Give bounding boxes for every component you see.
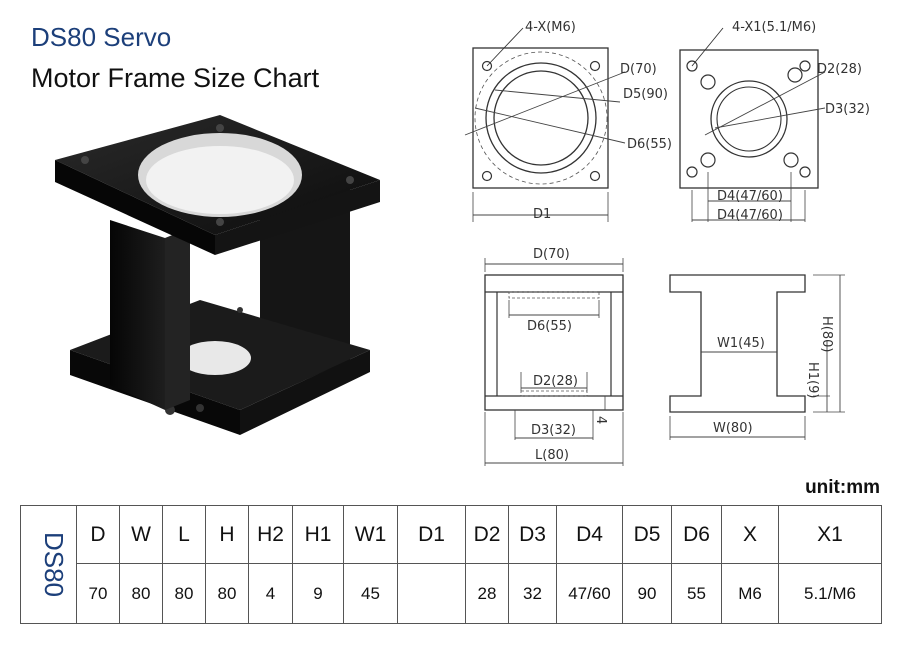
value-cell: 55	[671, 563, 722, 624]
label-d4-b: D4(47/60)	[717, 208, 783, 223]
front-view: D(70) D6(55) D2(28) D3(32) 4 L(80)	[484, 247, 624, 466]
value-cell: 90	[622, 563, 672, 624]
header-cell: H	[205, 505, 249, 564]
top-view-d: 4-X(M6) D(70) D5(90) D6(55) D1	[464, 20, 672, 222]
value-cell: M6	[721, 563, 779, 624]
header-cell: D4	[556, 505, 623, 564]
header-cell: H2	[248, 505, 293, 564]
label-4x1: 4-X1(5.1/M6)	[732, 20, 816, 35]
header-cell: H1	[292, 505, 344, 564]
header-cell: D6	[671, 505, 722, 564]
label-h1-9: H1(9)	[805, 362, 820, 398]
motor-frame-photo	[55, 115, 380, 435]
label-d2-28-top: D2(28)	[817, 62, 862, 77]
label-d6-55: D6(55)	[627, 137, 672, 152]
value-cell: 45	[343, 563, 398, 624]
label-d1: D1	[533, 207, 551, 222]
value-cell: 80	[119, 563, 163, 624]
label-d4-a: D4(47/60)	[717, 189, 783, 204]
value-cell: 80	[205, 563, 249, 624]
label-d70-top: D(70)	[620, 62, 657, 77]
header-cell: D5	[622, 505, 672, 564]
value-cell: 28	[465, 563, 509, 624]
label-d2-28-front: D2(28)	[533, 374, 578, 389]
value-cell: 5.1/M6	[778, 563, 882, 624]
value-row: 70 80 80 80 4 9 45 28 32 47/60 90 55 M6 …	[21, 563, 882, 624]
title-line-2: Motor Frame Size Chart	[31, 63, 320, 93]
label-d6-55-front: D6(55)	[527, 319, 572, 334]
title-line-1: DS80 Servo	[31, 22, 172, 52]
technical-drawings: 4-X(M6) D(70) D5(90) D6(55) D1 4-X1(5.1/…	[464, 20, 870, 466]
value-cell: 9	[292, 563, 344, 624]
label-d70-front: D(70)	[533, 247, 570, 262]
top-view-d2: 4-X1(5.1/M6) D2(28) D3(32) D4(47/60) D4(…	[679, 20, 870, 223]
model-name: DS80	[39, 531, 70, 598]
label-4: 4	[593, 416, 608, 424]
label-d5-90: D5(90)	[623, 87, 668, 102]
header-cell: W1	[343, 505, 398, 564]
unit-label: unit:mm	[805, 477, 880, 498]
header-cell: D	[76, 505, 120, 564]
label-4x-m6: 4-X(M6)	[525, 20, 576, 35]
label-w80: W(80)	[713, 421, 753, 436]
side-view: W1(45) H(80) H1(9) W(80)	[669, 274, 845, 440]
header-cell: D2	[465, 505, 509, 564]
header-cell: D1	[397, 505, 466, 564]
header-cell: L	[162, 505, 206, 564]
header-cell: X1	[778, 505, 882, 564]
label-d3-32-front: D3(32)	[531, 423, 576, 438]
value-cell	[397, 563, 466, 624]
value-cell: 47/60	[556, 563, 623, 624]
size-table: DS80 D W L H H2 H1 W1 D1 D2 D3 D4 D5 D6 …	[20, 505, 882, 624]
value-cell: 4	[248, 563, 293, 624]
header-cell: X	[721, 505, 779, 564]
value-cell: 80	[162, 563, 206, 624]
header-cell: W	[119, 505, 163, 564]
value-cell: 32	[508, 563, 557, 624]
label-h80: H(80)	[819, 316, 834, 352]
label-d3-32-top: D3(32)	[825, 102, 870, 117]
label-w1-45: W1(45)	[717, 336, 765, 351]
header-row: DS80 D W L H H2 H1 W1 D1 D2 D3 D4 D5 D6 …	[20, 505, 882, 624]
header-cell: D3	[508, 505, 557, 564]
model-cell: DS80	[20, 505, 77, 624]
label-l80: L(80)	[535, 448, 569, 463]
value-cell: 70	[76, 563, 120, 624]
